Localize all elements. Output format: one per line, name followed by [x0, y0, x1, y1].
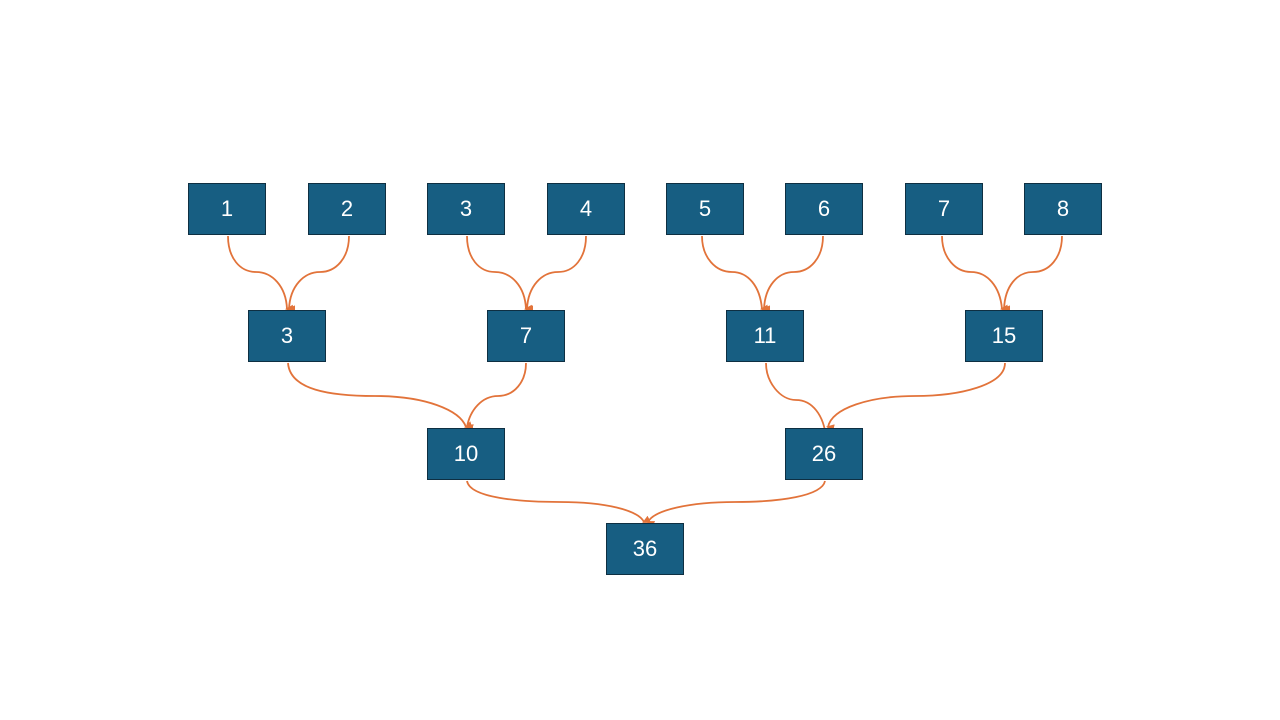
- arrow-2-to-3: [287, 235, 350, 314]
- node-7: 7: [905, 183, 983, 235]
- node-sum-26: 26: [785, 428, 863, 480]
- node-sum-10: 10: [427, 428, 505, 480]
- node-total-36: 36: [606, 523, 684, 575]
- node-sum-3: 3: [248, 310, 326, 362]
- arrow-11-to-26: [765, 362, 833, 442]
- node-3: 3: [427, 183, 505, 235]
- node-5: 5: [666, 183, 744, 235]
- node-sum-15: 15: [965, 310, 1043, 362]
- arrow-7-to-15: [941, 235, 1009, 313]
- arrow-3-to-7: [466, 235, 533, 313]
- arrow-8-to-15: [1002, 235, 1063, 314]
- node-8: 8: [1024, 183, 1102, 235]
- arrow-6-to-11: [762, 235, 824, 314]
- arrow-4-to-7: [525, 235, 587, 314]
- arrow-7-to-10: [465, 362, 527, 432]
- arrow-15-to-26: [826, 362, 1006, 433]
- node-6: 6: [785, 183, 863, 235]
- arrow-26-to-36: [646, 480, 826, 529]
- node-sum-7: 7: [487, 310, 565, 362]
- arrow-1-to-3: [227, 235, 294, 313]
- arrow-10-to-36: [466, 480, 652, 523]
- arrow-3-to-10: [287, 362, 473, 429]
- node-2: 2: [308, 183, 386, 235]
- node-1: 1: [188, 183, 266, 235]
- node-4: 4: [547, 183, 625, 235]
- arrow-5-to-11: [701, 235, 769, 313]
- node-sum-11: 11: [726, 310, 804, 362]
